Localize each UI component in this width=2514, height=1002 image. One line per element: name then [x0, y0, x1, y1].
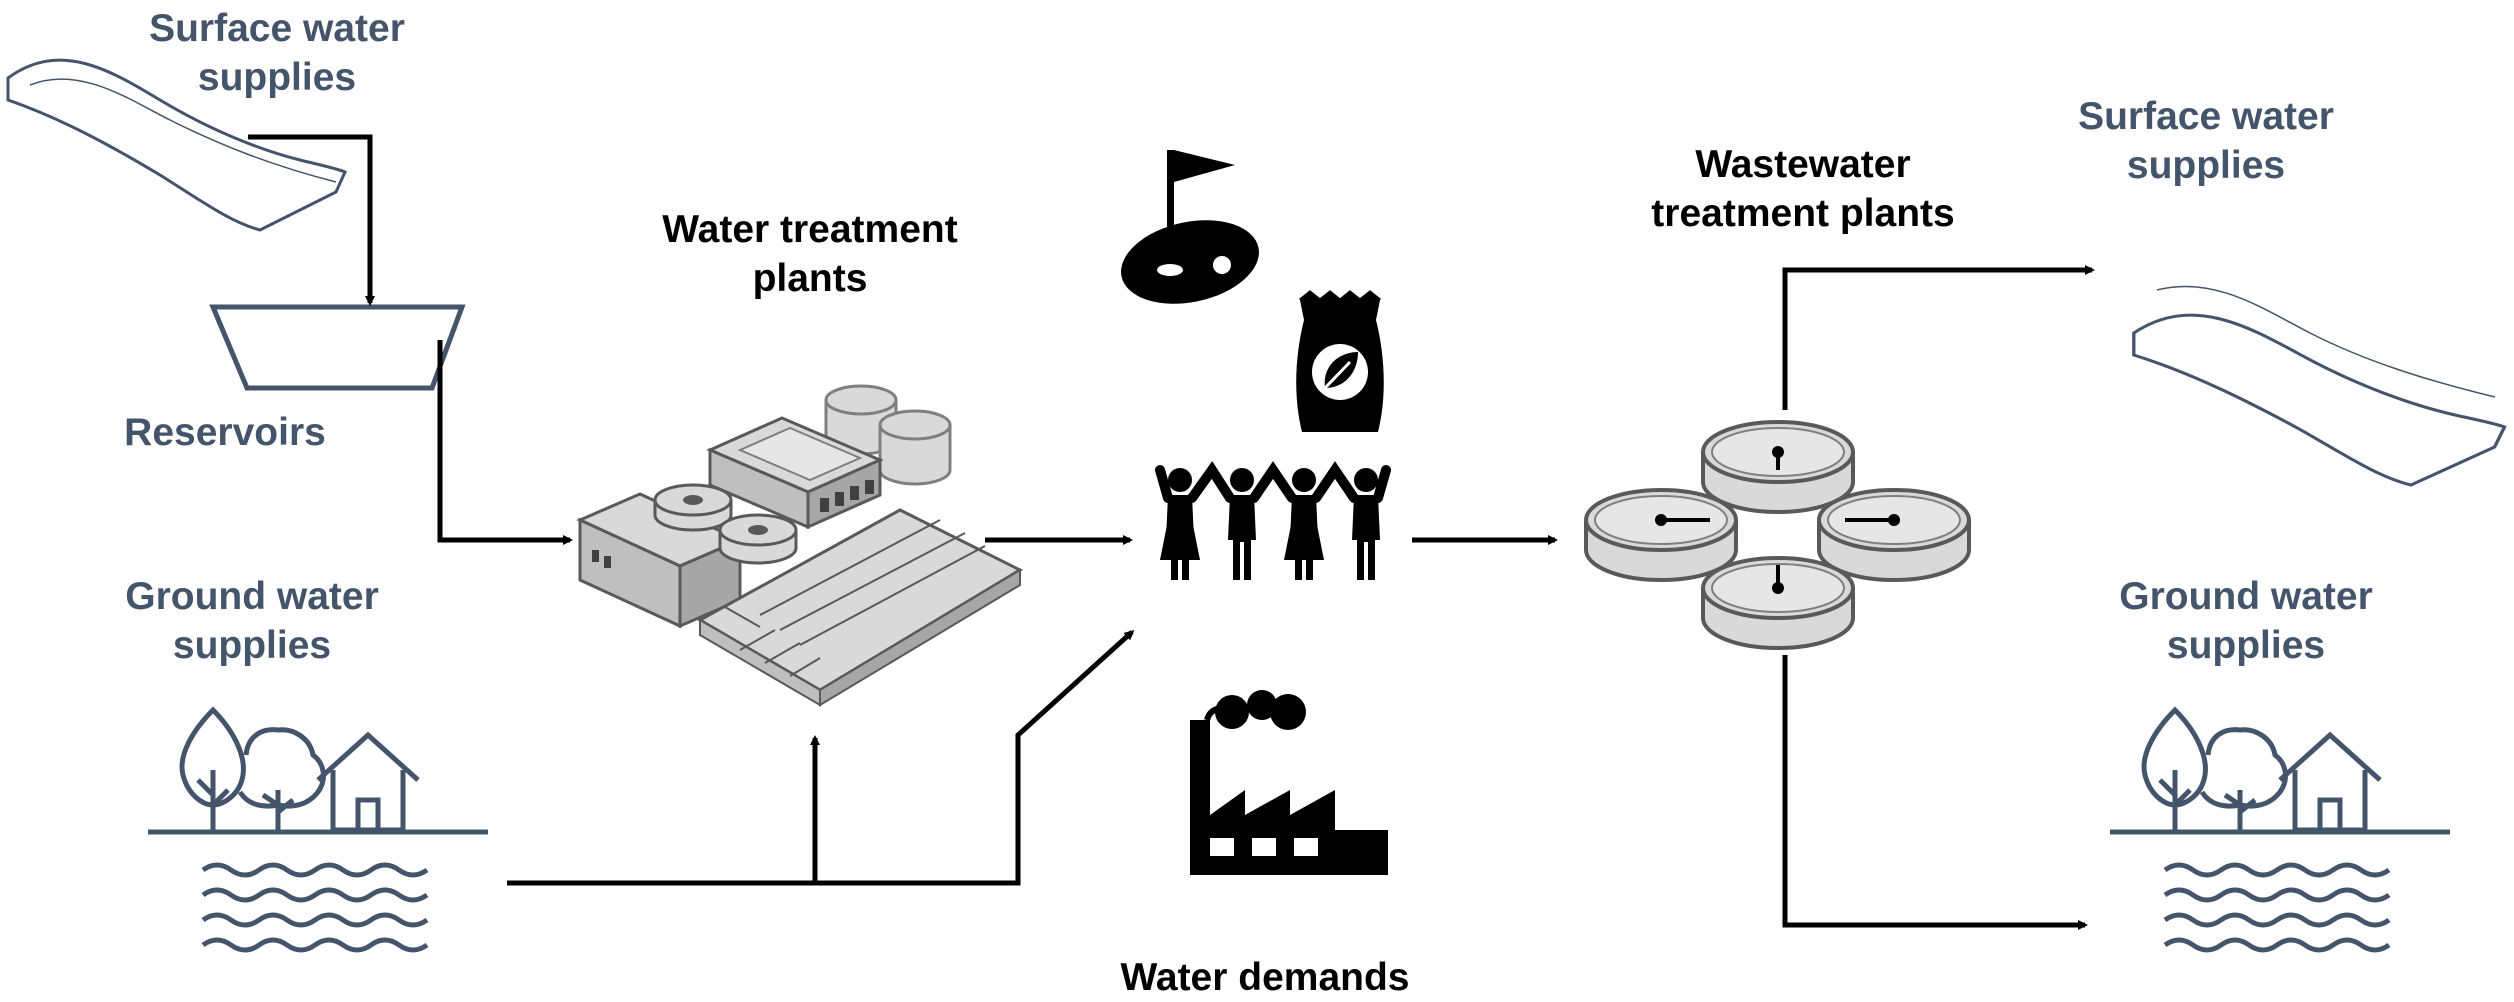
water-demands-label: Water demands	[1120, 956, 1410, 999]
groundwater-icon-right	[2110, 710, 2450, 950]
reservoirs-label: Reservoirs	[124, 411, 326, 454]
arrow-reservoir-to-treatment	[437, 340, 573, 545]
surface-water-supplies-label-right: Surface water supplies	[2078, 95, 2334, 187]
people-icon	[1155, 461, 1391, 580]
river-icon-left	[6, 58, 347, 232]
wastewater-treatment-plants-label: Wastewater treatment plants	[1651, 143, 1955, 235]
arrow-wastewater-to-surface	[1782, 265, 2095, 410]
reservoir-icon	[209, 304, 466, 391]
golf-icon	[1121, 150, 1259, 304]
flow-arrows	[248, 134, 2095, 930]
fertilizer-bag-icon	[1296, 290, 1384, 432]
factory-icon	[1190, 690, 1388, 875]
river-icon-right	[2132, 285, 2507, 487]
water-treatment-plants-label: Water treatment plants	[662, 208, 958, 300]
ground-water-supplies-label-right: Ground water supplies	[2119, 575, 2373, 667]
ground-water-supplies-label-left: Ground water supplies	[125, 575, 379, 667]
arrow-ground-to-treatment	[507, 735, 820, 886]
arrow-ground-to-demands	[815, 629, 1135, 886]
surface-water-supplies-label-left: Surface water supplies	[149, 7, 405, 99]
water-treatment-plant-icon	[576, 384, 1024, 707]
groundwater-icon-left	[148, 710, 488, 950]
arrow-surface-to-reservoir	[248, 134, 375, 306]
wastewater-plant-icon	[1584, 420, 1971, 650]
arrow-wastewater-to-ground	[1782, 655, 2088, 930]
